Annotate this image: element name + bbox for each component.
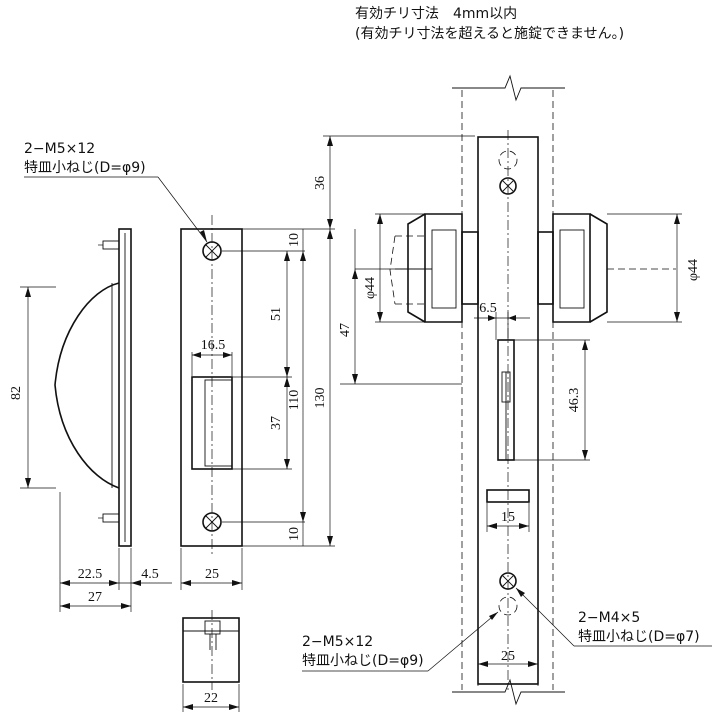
dim-opening-width: 16.5: [201, 338, 226, 353]
lock-slot: [486, 489, 530, 503]
lock-screw-hidden-top: [498, 150, 518, 170]
callout-bottom-spec: 2−M5×12: [302, 634, 373, 650]
dim-bottom-width: 22: [204, 691, 218, 706]
side-screw-bottom: [102, 513, 120, 523]
side-plate: [118, 228, 132, 547]
callout-top-screw: 2−M5×12 特皿小ねじ(D=φ9): [24, 141, 208, 243]
dim-plate-length: 130: [313, 388, 328, 409]
dim-side-depth-a: 22.5: [78, 567, 103, 582]
lock-screw-top: [499, 177, 517, 195]
callout-right-screw: 2−M4×5 特皿小ねじ(D=φ7): [515, 587, 712, 647]
dim-top-margin: 10: [287, 233, 302, 247]
callout-right-desc: 特皿小ねじ(D=φ7): [578, 629, 700, 645]
strike-opening-inner: [204, 379, 233, 467]
bottom-body: [182, 617, 240, 683]
dim-cylinder-to-center: 47: [338, 323, 353, 337]
effective-clearance-notes: 有効チリ寸法 4mm以内 (有効チリ寸法を超えると施錠できません。): [355, 6, 624, 42]
dim-cylinder-dia-right: φ44: [686, 259, 701, 281]
callout-top-desc: 特皿小ねじ(D=φ9): [24, 160, 146, 176]
dim-plate-width: 25: [205, 567, 219, 582]
note-line-2: (有効チリ寸法を超えると施錠できません。): [355, 26, 624, 42]
strike-plate-outline: [180, 228, 243, 547]
dim-body-width: 25: [501, 649, 515, 664]
lock-screw-hidden-bottom: [498, 596, 518, 616]
dim-side-depth-b: 4.5: [141, 567, 159, 582]
break-line-top: [452, 74, 565, 102]
dim-hole-pitch: 110: [287, 390, 302, 410]
note-line-1: 有効チリ寸法 4mm以内: [355, 6, 517, 22]
dim-lower-span: 37: [269, 416, 284, 430]
dim-cylinder-offset: 36: [313, 176, 328, 190]
dim-bolt-offset: 6.5: [479, 301, 497, 316]
side-screw-top: [102, 240, 120, 250]
dim-side-total: 27: [88, 590, 102, 605]
cylinder-left-rose: [424, 213, 463, 323]
break-line-bottom: [452, 678, 565, 706]
bottom-tab: [204, 620, 221, 635]
dim-side-height: 82: [9, 386, 24, 400]
cylinder-position-dims: 36 47: [313, 135, 475, 385]
dim-latch-height: 46.3: [567, 388, 582, 413]
callout-right-spec: 2−M4×5: [578, 610, 640, 626]
lock-body-view: φ44 φ44 6.5 46.3 15: [363, 74, 701, 706]
bottom-view-strike: 22: [182, 610, 240, 712]
dim-upper-span: 51: [269, 307, 284, 321]
callout-bottom-desc: 特皿小ねじ(D=φ9): [302, 653, 424, 669]
dim-cylinder-dia-left: φ44: [363, 277, 378, 299]
callout-top-spec: 2−M5×12: [24, 141, 95, 157]
dim-bottom-margin: 10: [287, 527, 302, 541]
callout-bottom-screw: 2−M5×12 特皿小ねじ(D=φ9): [302, 611, 499, 672]
lock-screw-bottom: [499, 572, 517, 590]
side-view-strike: 82 22.5 4.5 27: [9, 228, 172, 612]
dim-slot-width: 15: [501, 510, 515, 525]
front-view-strike-plate: 16.5 25 10 51 37 10 110: [180, 215, 335, 590]
side-cup-curve: [54, 282, 120, 489]
